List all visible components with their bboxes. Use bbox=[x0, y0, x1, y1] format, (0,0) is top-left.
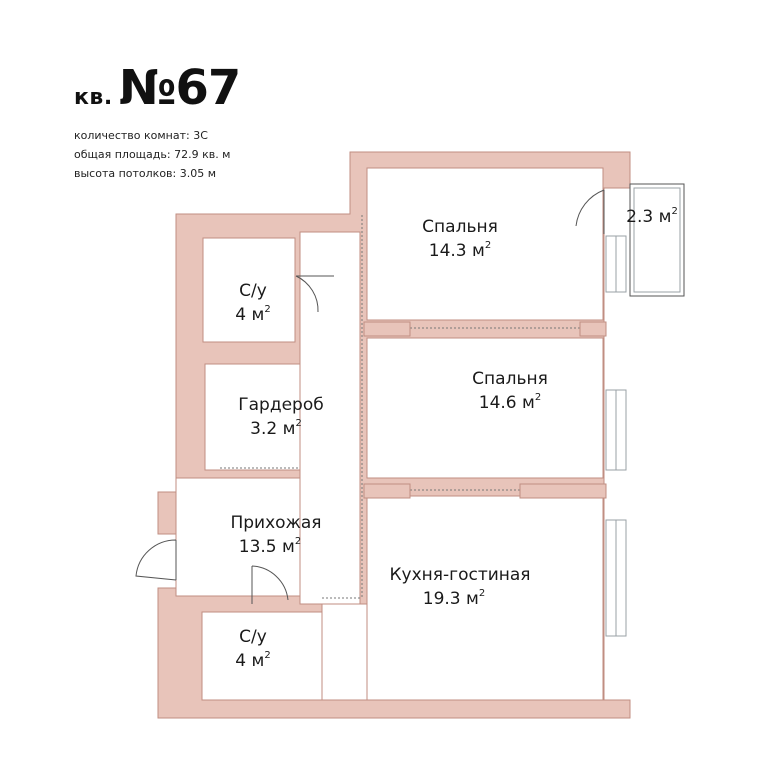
ceiling-height-row: высота потолков: 3.05 м bbox=[74, 164, 240, 183]
room-bedroom1-area-value: 14.3 м bbox=[429, 241, 485, 261]
room-balcony-area: 2.3 м2 bbox=[626, 206, 678, 227]
room-bathroom1-area-sup: 2 bbox=[264, 304, 270, 315]
balcony-inner bbox=[633, 187, 681, 293]
room-kitchen-living: Кухня-гостиная 19.3 м2 bbox=[389, 565, 530, 609]
wall-stub-right-bedrooms bbox=[579, 321, 607, 337]
rooms-count-value: 3С bbox=[193, 129, 208, 142]
wall-stub-left-kitchen bbox=[363, 483, 411, 499]
wall-stub-left-bedrooms bbox=[363, 321, 411, 337]
apartment-title: кв. №67 bbox=[74, 60, 242, 116]
room-bedroom2: Спальня 14.6 м2 bbox=[472, 369, 548, 413]
room-hallway-area: 13.5 м2 bbox=[239, 536, 301, 557]
room-wardrobe: Гардероб 3.2 м2 bbox=[238, 395, 323, 439]
room-bedroom2-area-sup: 2 bbox=[535, 392, 541, 403]
door-entrance bbox=[135, 539, 177, 581]
room-bathroom2-area-value: 4 м bbox=[235, 651, 264, 671]
room-bedroom1-area: 14.3 м2 bbox=[429, 240, 491, 261]
room-bathroom1-name: С/у bbox=[239, 281, 267, 301]
room-wardrobe-name: Гардероб bbox=[238, 395, 323, 415]
apartment-info: количество комнат: 3С общая площадь: 72.… bbox=[74, 126, 240, 183]
room-bedroom2-name: Спальня bbox=[472, 369, 548, 389]
wall-stub-right-kitchen bbox=[519, 483, 607, 499]
room-balcony-area-sup: 2 bbox=[671, 206, 677, 217]
room-wardrobe-area-value: 3.2 м bbox=[250, 419, 295, 439]
room-bathroom1-area-value: 4 м bbox=[235, 305, 264, 325]
room-hallway-area-value: 13.5 м bbox=[239, 537, 295, 557]
room-bedroom2-area-value: 14.6 м bbox=[479, 393, 535, 413]
room-wardrobe-area-sup: 2 bbox=[295, 418, 301, 429]
walls bbox=[157, 151, 631, 719]
room-bedroom2-area: 14.6 м2 bbox=[479, 392, 541, 413]
door-bathroom2 bbox=[251, 565, 289, 604]
room-bedroom1-area-sup: 2 bbox=[485, 240, 491, 251]
total-area-row: общая площадь: 72.9 кв. м bbox=[74, 145, 240, 164]
rooms-count-row: количество комнат: 3С bbox=[74, 126, 240, 145]
room-bedroom1: Спальня 14.3 м2 bbox=[422, 217, 498, 261]
room-bathroom1: С/у 4 м2 bbox=[235, 281, 270, 325]
room-bathroom2: С/у 4 м2 bbox=[235, 627, 270, 671]
room-bathroom2-area-sup: 2 bbox=[264, 650, 270, 661]
room-bathroom2-name: С/у bbox=[239, 627, 267, 647]
total-area-label: общая площадь: bbox=[74, 148, 171, 161]
balcony-outline bbox=[629, 183, 685, 297]
room-hallway-name: Прихожая bbox=[230, 513, 321, 533]
room-hallway-area-sup: 2 bbox=[295, 536, 301, 547]
room-balcony-area-value: 2.3 м bbox=[626, 207, 671, 227]
apartment-prefix: кв. bbox=[74, 85, 113, 110]
door-bathroom1 bbox=[295, 275, 334, 313]
ceiling-height-label: высота потолков: bbox=[74, 167, 177, 180]
room-bathroom2-area: 4 м2 bbox=[235, 650, 270, 671]
room-kitchen-living-name: Кухня-гостиная bbox=[389, 565, 530, 585]
door-balcony bbox=[575, 189, 605, 234]
room-kitchen-living-area: 19.3 м2 bbox=[423, 588, 485, 609]
total-area-value: 72.9 кв. м bbox=[174, 148, 231, 161]
room-wardrobe-area: 3.2 м2 bbox=[250, 418, 302, 439]
ceiling-height-value: 3.05 м bbox=[179, 167, 217, 180]
apartment-number: №67 bbox=[118, 60, 242, 116]
room-kitchen-living-area-sup: 2 bbox=[479, 588, 485, 599]
rooms-count-label: количество комнат: bbox=[74, 129, 190, 142]
room-hallway: Прихожая 13.5 м2 bbox=[230, 513, 321, 557]
room-balcony: 2.3 м2 bbox=[626, 206, 678, 227]
apartment-header: кв. №67 количество комнат: 3С общая площ… bbox=[74, 60, 242, 183]
room-bathroom1-area: 4 м2 bbox=[235, 304, 270, 325]
room-bedroom1-name: Спальня bbox=[422, 217, 498, 237]
room-kitchen-living-area-value: 19.3 м bbox=[423, 589, 479, 609]
